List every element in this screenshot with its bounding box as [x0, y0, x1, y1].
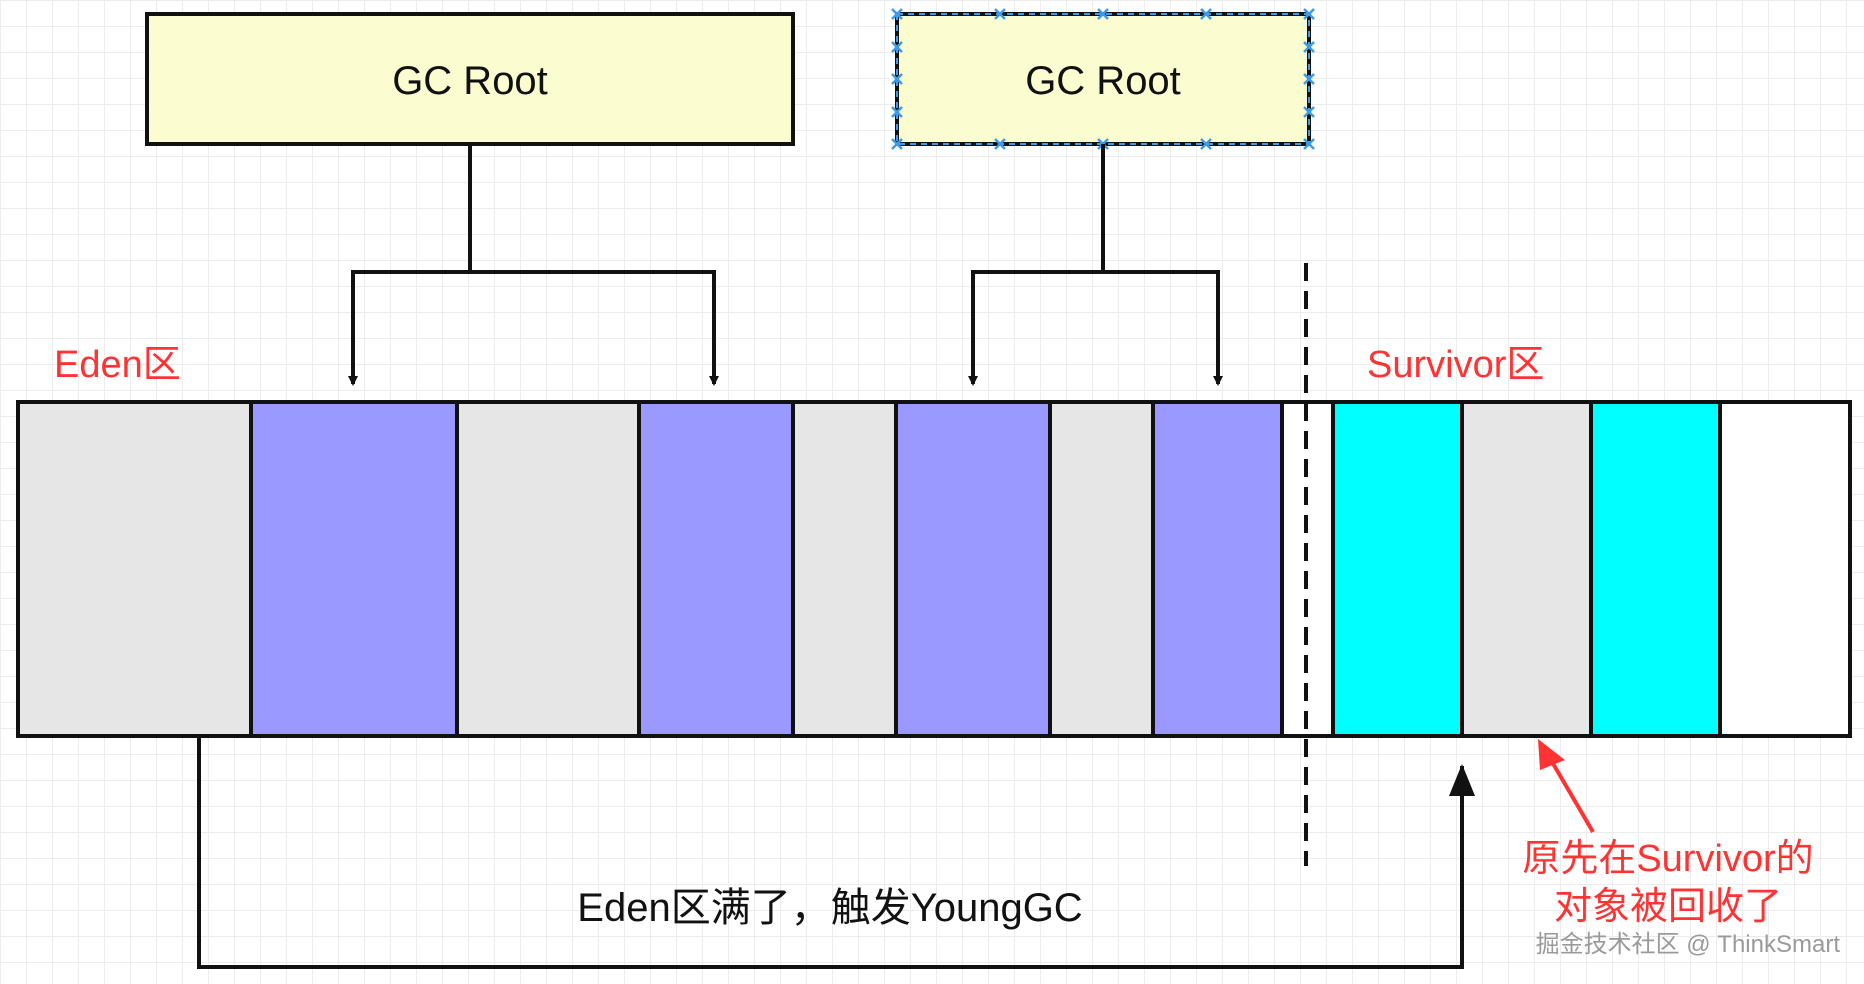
resize-handle[interactable]: [891, 138, 903, 150]
root-left-references: [348, 144, 719, 386]
survivor-cell-free: [1718, 400, 1852, 738]
annotation-arrowhead: [1538, 739, 1565, 770]
eden-cell-live: [1151, 400, 1284, 738]
eden-cell-live: [249, 400, 459, 738]
resize-handle[interactable]: [1303, 41, 1315, 53]
survivor-cell-survivor-live: [1589, 400, 1722, 738]
survivor-cell-garbage: [1460, 400, 1593, 738]
eden-region-label: Eden区: [54, 344, 181, 386]
resize-handle[interactable]: [891, 106, 903, 118]
resize-handle[interactable]: [1303, 106, 1315, 118]
resize-handle[interactable]: [994, 8, 1006, 20]
gc-root-left-box: [145, 12, 795, 146]
resize-handle[interactable]: [891, 8, 903, 20]
young-gc-arrow: [197, 737, 1464, 969]
gc-root-right[interactable]: GC Root: [891, 8, 1315, 150]
resize-handle[interactable]: [891, 41, 903, 53]
resize-handle[interactable]: [891, 73, 903, 85]
reference-arrow: [470, 270, 719, 386]
resize-handle[interactable]: [1200, 8, 1212, 20]
gc-root-left-label: GC Root: [392, 59, 548, 103]
selection-handles[interactable]: [891, 8, 1315, 150]
eden-cell-garbage: [1048, 400, 1155, 738]
eden-cell-garbage: [455, 400, 641, 738]
resize-handle[interactable]: [994, 138, 1006, 150]
eden-cell-garbage: [791, 400, 898, 738]
reference-arrow: [968, 144, 1105, 386]
eden-cell-live: [894, 400, 1052, 738]
reference-arrow: [348, 144, 472, 386]
resize-handle[interactable]: [1303, 138, 1315, 150]
resize-handle[interactable]: [1303, 73, 1315, 85]
resize-handle[interactable]: [1200, 138, 1212, 150]
annotation-arrow: [1546, 753, 1595, 834]
resize-handle[interactable]: [1303, 8, 1315, 20]
gc-root-right-box: [895, 12, 1311, 146]
watermark: 掘金技术社区 @ ThinkSmart: [1536, 931, 1841, 958]
survivor-region-label: Survivor区: [1367, 344, 1544, 386]
young-gc-arrowhead: [1449, 764, 1475, 796]
survivor-cell-survivor-live: [1331, 400, 1464, 738]
young-gc-label: Eden区满了，触发YoungGC: [577, 886, 1082, 930]
reference-arrow: [1103, 270, 1223, 386]
eden-cell-garbage: [16, 400, 253, 738]
gc-root-right-label: GC Root: [1025, 59, 1181, 103]
eden-cell-live: [637, 400, 795, 738]
annotation-line-2: 对象被回收了: [1554, 886, 1782, 928]
annotation-line-1: 原先在Survivor的: [1522, 838, 1813, 880]
memory-strip: [16, 400, 1852, 738]
resize-handle[interactable]: [1097, 8, 1109, 20]
root-right-references: [968, 144, 1223, 386]
gc-root-left[interactable]: GC Root: [145, 12, 795, 146]
